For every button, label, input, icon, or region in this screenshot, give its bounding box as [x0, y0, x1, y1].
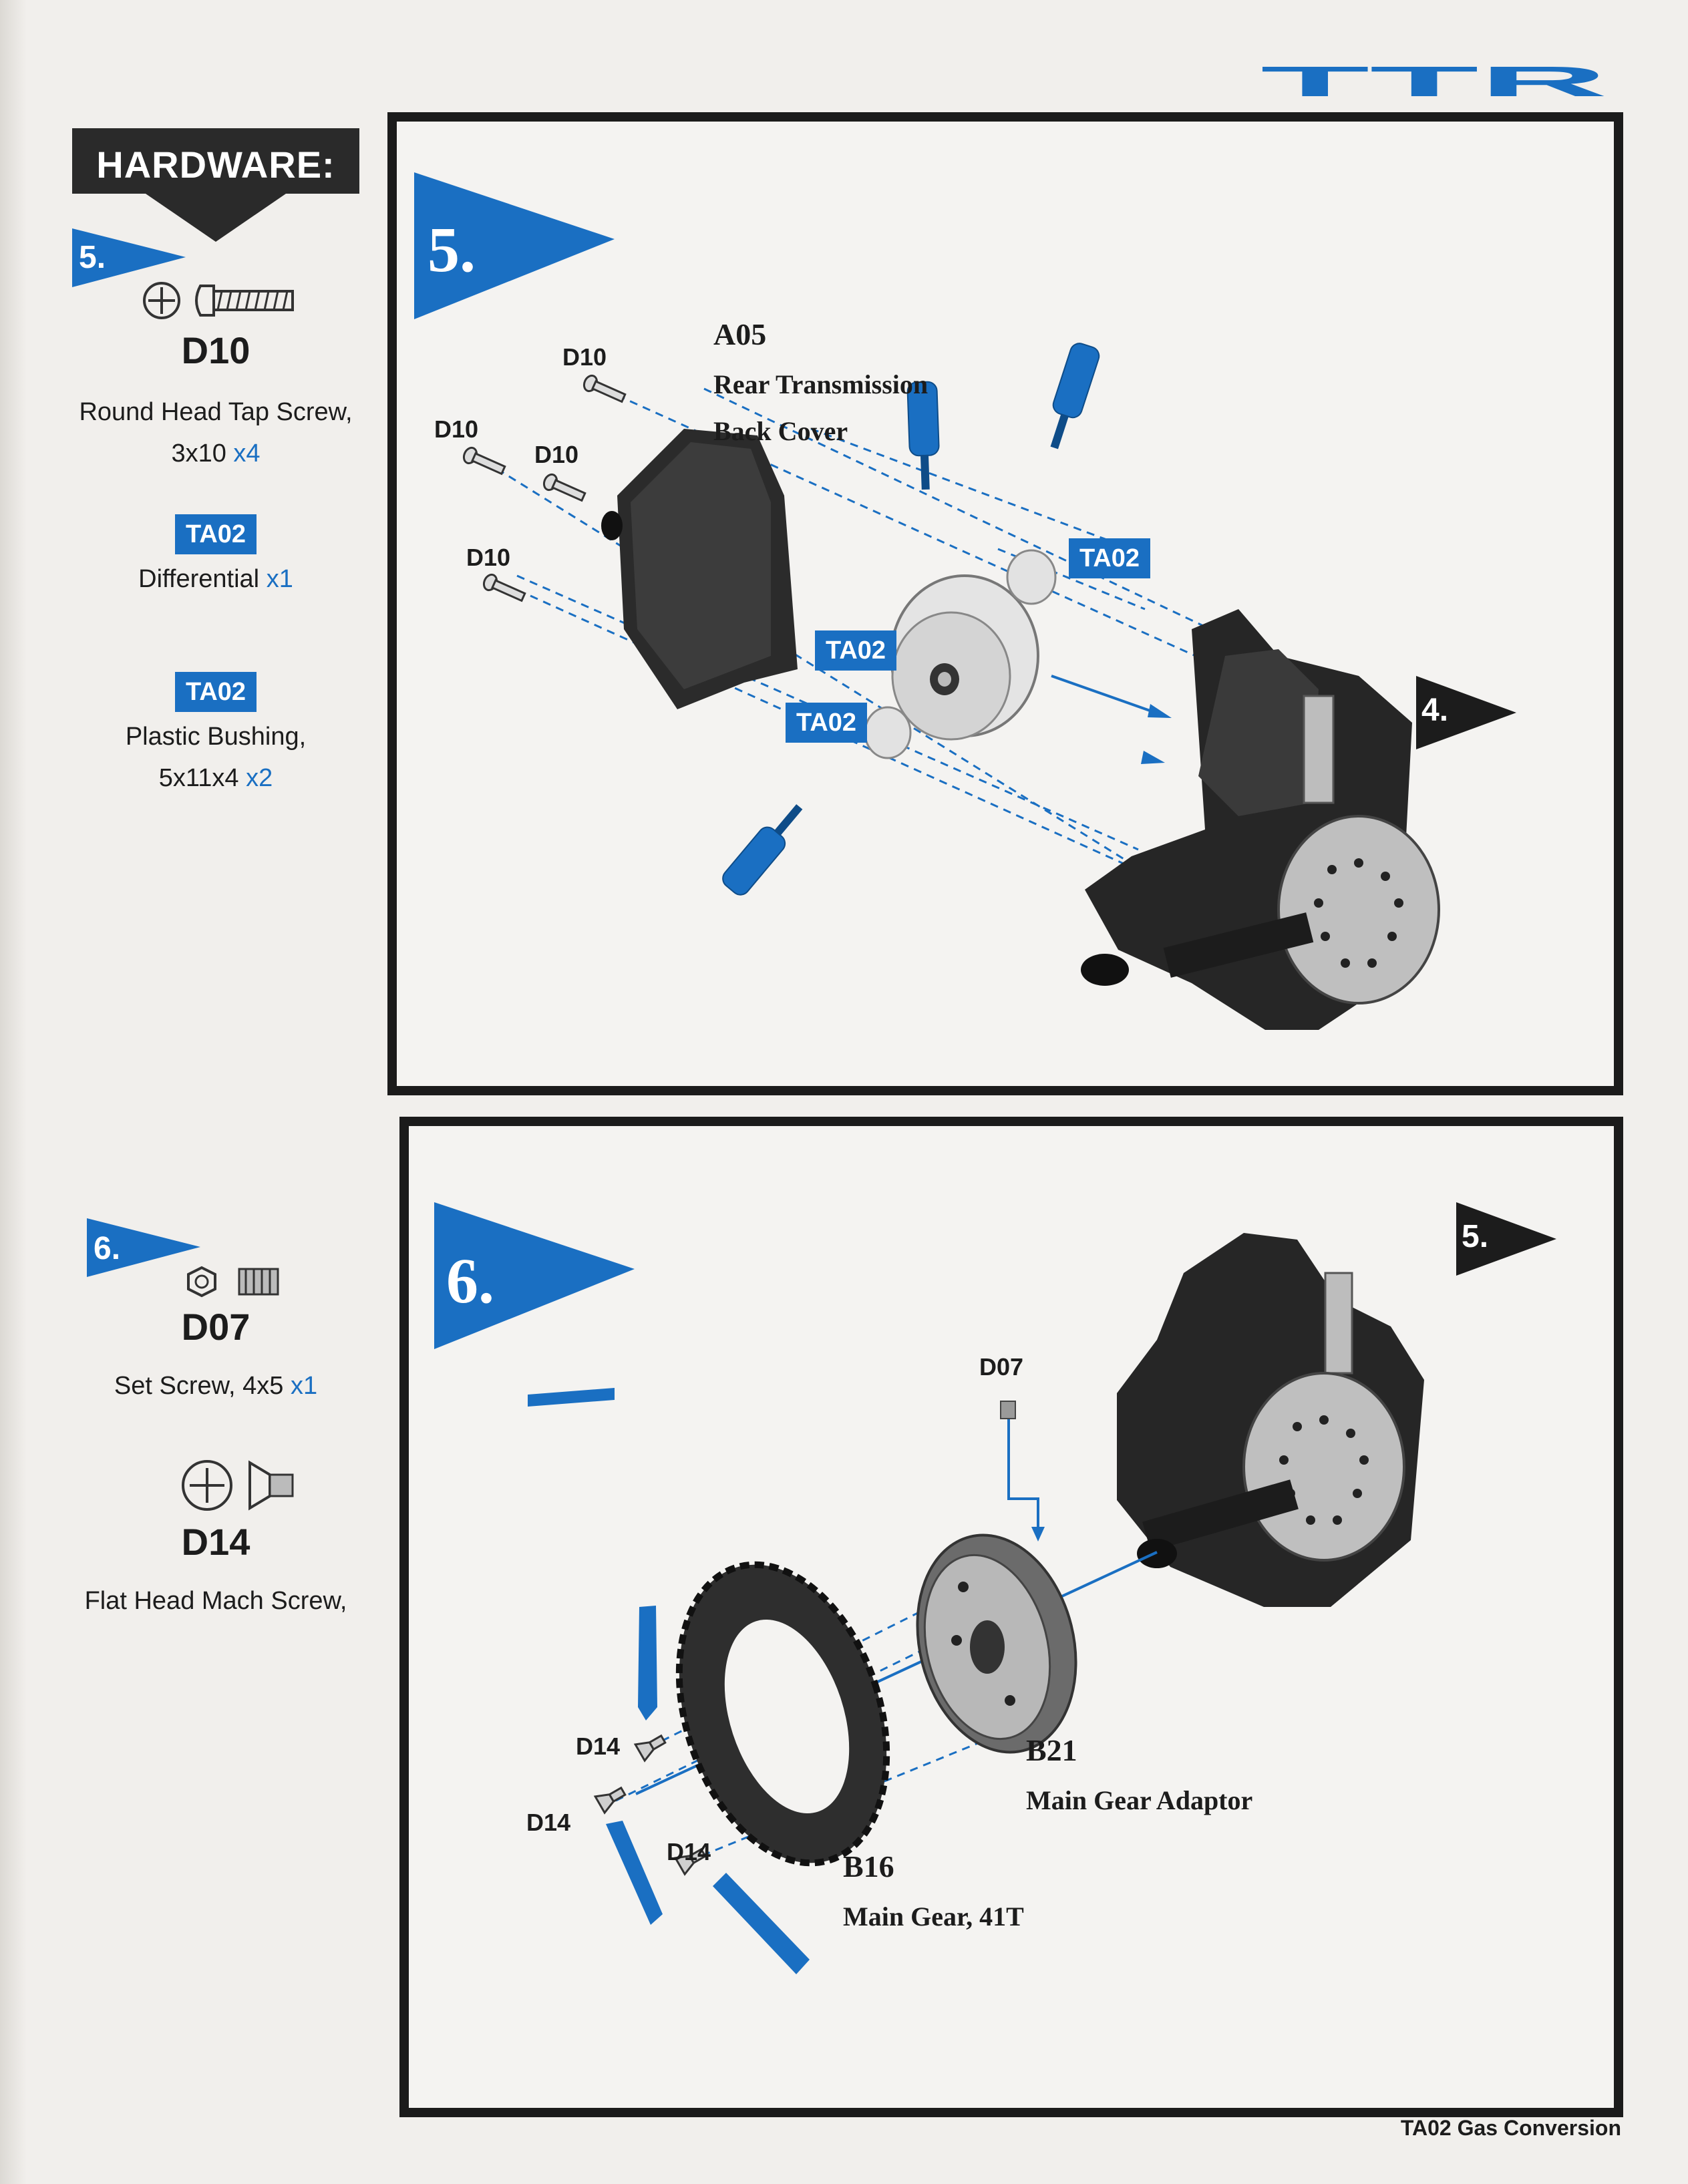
screwdriver-icon [713, 1873, 810, 1974]
a05-part-name-line2: Back Cover [713, 416, 848, 446]
ta02-badge: TA02 [815, 630, 896, 671]
hw-d14-desc: Flat Head Mach Screw, [84, 1587, 347, 1615]
d10-label: D10 [466, 544, 511, 571]
step-6-label: 6. [94, 1231, 121, 1266]
differential-part [890, 574, 1039, 741]
screwdriver-icon [722, 804, 803, 896]
a05-part-code: A05 [713, 317, 767, 351]
hex-key-icon [528, 1388, 615, 1407]
hw-bushing-desc: Plastic Bushing, 5x11x4 x2 [125, 723, 307, 792]
bushing-part [864, 706, 912, 759]
gearbox-housing [1081, 609, 1440, 1030]
hw-d10-desc: Round Head Tap Screw, 3x10 x4 [79, 398, 353, 468]
arrow-head [1148, 704, 1172, 718]
ta02-badge: TA02 [175, 514, 257, 554]
insert-arrow-line [1051, 675, 1166, 717]
d14-label: D14 [576, 1733, 621, 1760]
panel-6-prev-step-flag [1456, 1202, 1556, 1276]
panel-6-step-flag [434, 1202, 635, 1349]
d10-screw [462, 446, 506, 476]
assembly-guide-line [496, 468, 1152, 878]
hw-d07-desc: Set Screw, 4x5 x1 [114, 1372, 318, 1400]
ta02-badge: TA02 [175, 672, 257, 712]
d14-screw [633, 1734, 667, 1763]
a05-part-name-line1: Rear Transmission [713, 369, 929, 399]
step-6-flag [87, 1218, 200, 1277]
back-cover-part [601, 429, 798, 709]
d14-screw [673, 1847, 707, 1876]
arrow-head [1031, 1527, 1045, 1541]
d07-set-screw [1000, 1401, 1016, 1419]
b16-part-name: Main Gear, 41T [843, 1901, 1024, 1932]
assembly-guide-line [997, 548, 1146, 610]
d10-label: D10 [562, 343, 607, 371]
d10-screw [482, 573, 526, 602]
ta02-badge: TA02 [1069, 538, 1150, 578]
step-5-label: 5. [79, 240, 106, 275]
assembly-guide-line [810, 427, 1132, 550]
hw-d07-code: D07 [181, 1306, 250, 1348]
screwdriver-icon [638, 1606, 657, 1720]
screwdriver-icon [906, 381, 940, 490]
d07-label: D07 [979, 1353, 1024, 1381]
b21-part-code: B21 [1026, 1733, 1077, 1767]
transmission-assembly-illustration [462, 343, 1440, 1030]
d10-screw [542, 473, 586, 502]
main-gear-part [675, 1561, 890, 1867]
set-screw-guide [1007, 1412, 1039, 1532]
hw-d10-code: D10 [181, 329, 250, 371]
d10-label: D10 [534, 441, 579, 468]
flat-head-screw-icon [182, 1460, 294, 1511]
d14-label: D14 [667, 1838, 711, 1865]
hw-d10-qty: x4 [233, 439, 261, 468]
hardware-banner [72, 128, 359, 242]
hw-differential-desc: Differential x1 [138, 565, 293, 593]
gearbox-housing [1117, 1233, 1424, 1607]
ttr-logo: TTR [1260, 57, 1608, 106]
b16-part-code: B16 [843, 1849, 894, 1883]
page-edge [0, 0, 27, 2184]
screwdriver-icon [606, 1821, 663, 1925]
set-screw-icon [187, 1266, 279, 1298]
main-gear-assembly-illustration [528, 1233, 1424, 1974]
bushing-part [1006, 549, 1057, 605]
panel-5-next-step: 4. [1421, 693, 1449, 728]
hardware-title: HARDWARE: [96, 144, 335, 186]
hw-d14-code: D14 [181, 1521, 250, 1563]
panel-5-next-step-flag [1416, 676, 1516, 749]
d14-label: D14 [526, 1809, 571, 1836]
d14-screw [593, 1786, 627, 1815]
footer-title: TA02 Gas Conversion [1400, 2116, 1621, 2140]
panel-5-step-number: 5. [428, 214, 476, 285]
main-gear-adaptor-part [916, 1533, 1077, 1754]
round-head-screw-icon [143, 282, 294, 319]
step-5-flag [72, 228, 186, 287]
panel-6-prev-step: 5. [1462, 1219, 1489, 1254]
panel-6-step-number: 6. [446, 1245, 494, 1316]
panel-5-step-flag [414, 172, 615, 319]
ta02-badge: TA02 [786, 703, 867, 743]
screwdriver-icon [1050, 343, 1100, 449]
assembly-guide-line [703, 387, 1239, 644]
svg-text:TTR: TTR [1260, 57, 1608, 106]
d10-label: D10 [434, 415, 479, 443]
d10-screw [582, 374, 627, 403]
b21-part-name: Main Gear Adaptor [1026, 1785, 1253, 1815]
arrow-head [1141, 751, 1165, 764]
